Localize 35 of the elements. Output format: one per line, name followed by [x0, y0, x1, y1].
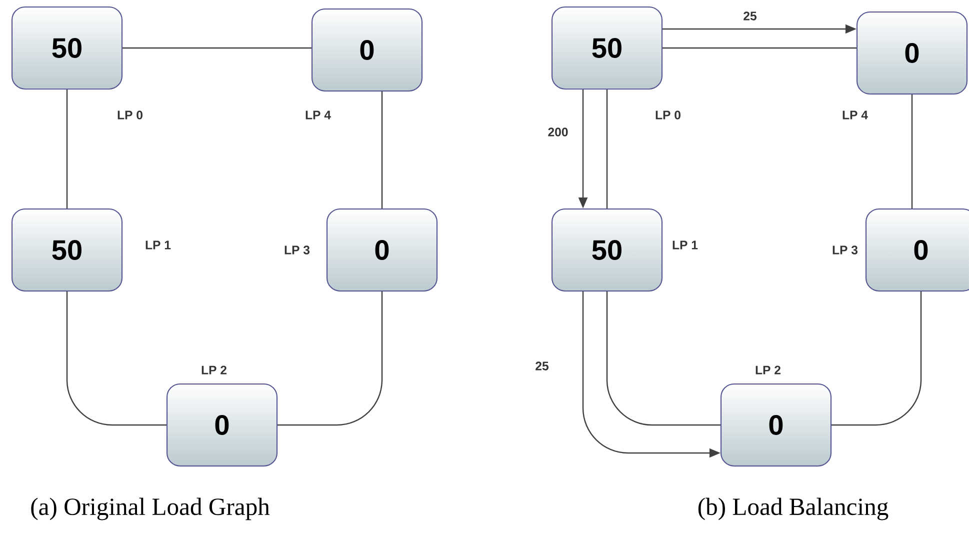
- connector-line: [381, 92, 383, 208]
- process-box: 0: [720, 383, 832, 467]
- node-label: LP 0: [118, 110, 142, 120]
- process-box: 0: [865, 208, 969, 292]
- edge-label: 200: [548, 128, 568, 136]
- node-label: LP 2: [756, 366, 780, 374]
- process-box: 50: [551, 6, 663, 90]
- caption: (a) Original Load Graph: [31, 498, 270, 520]
- process-box: 0: [311, 8, 423, 92]
- node-label: LP 3: [284, 246, 310, 254]
- edge-label: 25: [744, 12, 756, 20]
- connector-line: [66, 90, 68, 208]
- node-label: LP 1: [146, 240, 171, 250]
- connector-line: [606, 292, 720, 426]
- connector-line: [122, 47, 312, 49]
- node-label: LP 1: [672, 240, 698, 250]
- connector-line: [911, 94, 913, 208]
- node-label: LP 0: [656, 110, 680, 120]
- node-label: LP 3: [832, 246, 858, 254]
- connector-line: [832, 292, 922, 426]
- caption: (b) Load Balancing: [698, 498, 888, 520]
- connector-line: [278, 292, 383, 426]
- connector-line: [606, 90, 608, 208]
- edge-label: 25: [536, 362, 548, 370]
- connector-line: [66, 292, 166, 426]
- connector-line: [662, 47, 856, 49]
- node-label: LP 2: [202, 366, 226, 374]
- process-box: 0: [166, 383, 278, 467]
- process-box: 0: [856, 11, 968, 95]
- process-box: 0: [326, 208, 438, 292]
- process-box: 50: [551, 208, 663, 292]
- node-label: LP 4: [306, 110, 331, 120]
- process-box: 50: [11, 208, 123, 292]
- process-box: 50: [11, 6, 123, 90]
- node-label: LP 4: [842, 110, 868, 120]
